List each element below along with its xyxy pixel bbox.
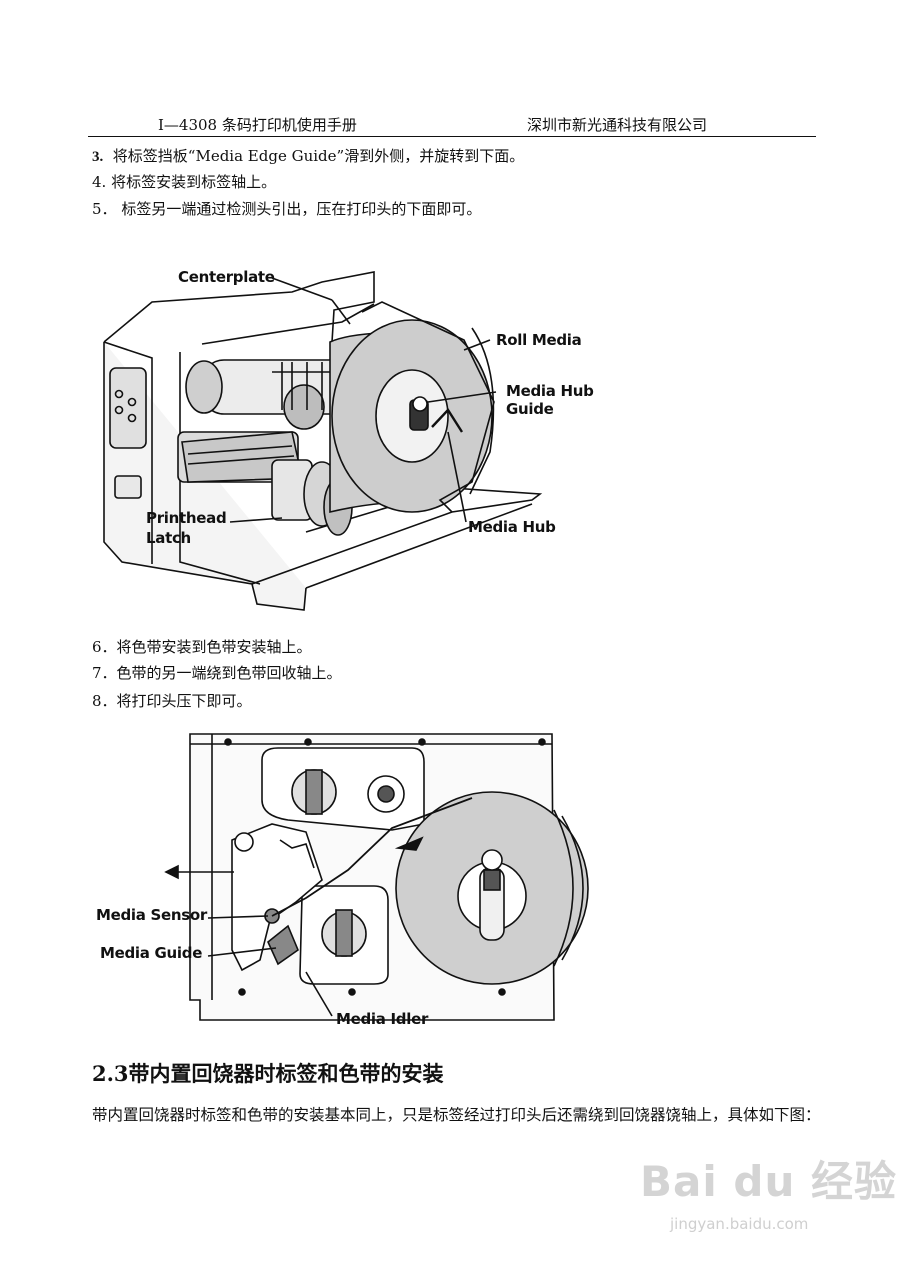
step-3: 3. 将标签挡板“Media Edge Guide”滑到外侧，并旋转到下面。	[92, 145, 524, 166]
section-heading: 2.3带内置回饶器时标签和色带的安装	[92, 1061, 444, 1086]
baidu-watermark-url: jingyan.baidu.com	[670, 1215, 809, 1233]
label-printhead-latch-line2: Latch	[146, 529, 191, 547]
step-text: 将标签挡板“Media Edge Guide”滑到外侧，并旋转到下面。	[112, 147, 525, 165]
step-number: 6．	[92, 638, 117, 656]
figure-media-path: Media Sensor Media Guide Media Idler	[92, 720, 612, 1040]
step-number: 8．	[92, 692, 117, 710]
step-text: 将打印头压下即可。	[116, 692, 252, 710]
section-paragraph: 带内置回饶器时标签和色带的安装基本同上，只是标签经过打印头后还需绕到回饶器饶轴上…	[92, 1106, 821, 1124]
label-media-guide: Media Guide	[100, 944, 203, 962]
step-4: 4. 将标签安装到标签轴上。	[92, 171, 276, 192]
label-media-hub-guide-line2: Guide	[506, 400, 554, 418]
header-manual-title: I—4308 条码打印机使用手册	[158, 116, 357, 134]
step-number: 4.	[92, 173, 107, 191]
media-path-illustration	[164, 733, 589, 1021]
step-number: 3.	[92, 149, 104, 165]
step-text: 标签另一端通过检测头引出，压在打印头的下面即可。	[121, 200, 482, 218]
step-5: 5． 标签另一端通过检测头引出，压在打印头的下面即可。	[92, 198, 481, 219]
header-company-name: 深圳市新光通科技有限公司	[527, 116, 708, 134]
step-number: 7．	[92, 664, 117, 682]
step-7: 7．色带的另一端绕到色带回收轴上。	[92, 662, 342, 683]
step-8: 8．将打印头压下即可。	[92, 690, 252, 711]
step-number: 5．	[92, 200, 117, 218]
label-centerplate: Centerplate	[178, 268, 275, 286]
header-rule	[88, 136, 816, 137]
step-text: 色带的另一端绕到色带回收轴上。	[116, 664, 342, 682]
label-media-sensor: Media Sensor	[96, 906, 208, 924]
label-roll-media: Roll Media	[496, 331, 582, 349]
label-media-idler: Media Idler	[336, 1010, 429, 1028]
step-text: 将色带安装到色带安装轴上。	[116, 638, 312, 656]
step-6: 6．将色带安装到色带安装轴上。	[92, 636, 312, 657]
printer-roll-illustration	[103, 271, 543, 611]
label-printhead-latch-line1: Printhead	[146, 509, 227, 527]
label-media-hub-guide-line1: Media Hub	[506, 382, 594, 400]
baidu-watermark-logo: Bai du 经验	[640, 1157, 897, 1206]
label-media-hub: Media Hub	[468, 518, 556, 536]
step-text: 将标签安装到标签轴上。	[111, 173, 277, 191]
